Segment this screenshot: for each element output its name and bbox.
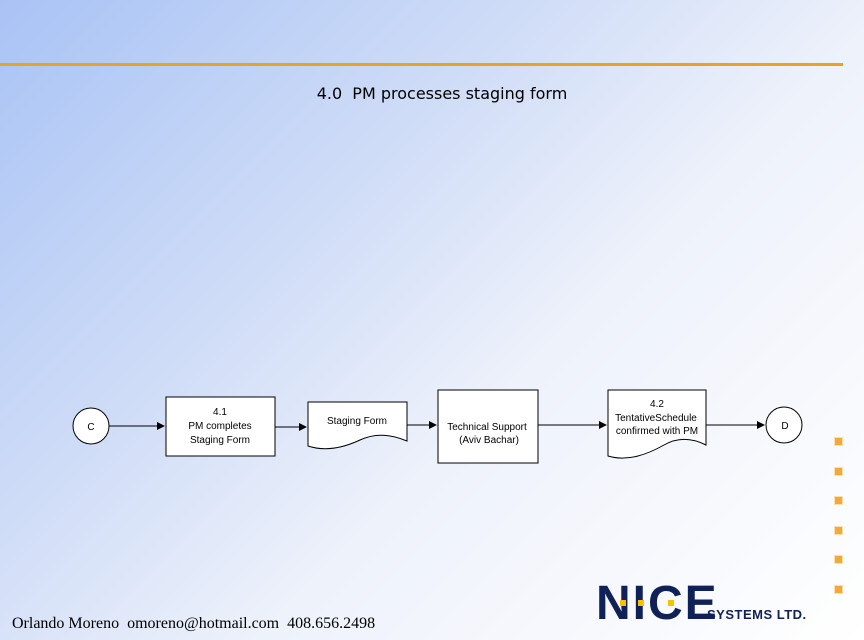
technical-support-box xyxy=(437,389,539,464)
side-dot xyxy=(834,584,843,594)
logo-subtitle: SYSTEMS LTD. xyxy=(707,607,807,622)
logo-dot xyxy=(638,600,644,606)
step-4-2-line1: TentativeSchedule xyxy=(615,413,697,424)
accent-rule xyxy=(0,63,843,66)
step-4-1-box xyxy=(165,396,276,457)
side-dot xyxy=(834,437,843,446)
side-dot xyxy=(834,525,843,535)
page-title: 4.0 PM processes staging form xyxy=(316,84,568,103)
side-dot xyxy=(834,466,843,476)
technical-support-line1: Technical Support xyxy=(447,422,527,433)
connector-end-shape xyxy=(765,406,803,444)
connector-end-label: D xyxy=(781,421,788,432)
step-4-2-document xyxy=(607,389,707,459)
logo-word: NICE xyxy=(596,577,719,630)
connector-start-label: C xyxy=(87,422,94,433)
step-4-1-number: 4.1 xyxy=(213,407,227,418)
side-dot-column xyxy=(834,437,844,614)
side-dot xyxy=(834,555,843,564)
logo-dot xyxy=(668,600,674,606)
technical-support-line2: (Aviv Bachar) xyxy=(459,435,519,446)
step-4-2-number: 4.2 xyxy=(650,399,664,410)
side-dot xyxy=(834,496,843,505)
staging-form-label: Staging Form xyxy=(327,416,387,427)
step-4-1-line2: Staging Form xyxy=(190,435,250,446)
step-4-2-line2: confirmed with PM xyxy=(616,426,698,437)
footer-contact: Orlando Moreno omoreno@hotmail.com 408.6… xyxy=(12,615,376,632)
step-4-1-line1: PM completes xyxy=(188,421,251,432)
logo-dot xyxy=(620,600,626,606)
staging-form-document xyxy=(307,401,408,450)
